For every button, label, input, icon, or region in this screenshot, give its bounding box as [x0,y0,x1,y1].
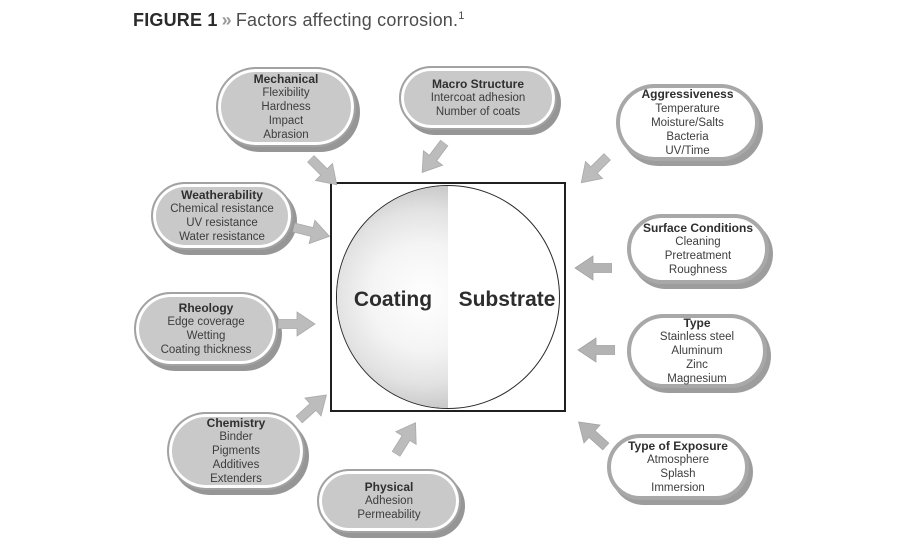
substrate-label: Substrate [458,288,556,311]
bubble-item: Temperature [655,102,720,115]
bubble-item: Permeability [357,509,421,522]
coating-label: Coating [353,288,433,311]
arrow-surface-conditions-icon [574,255,612,281]
bubble-aggressiveness: Aggressiveness Temperature Moisture/Salt… [616,84,759,161]
arrow-physical-icon [385,415,427,461]
bubble-title: Surface Conditions [642,220,753,235]
bubble-item: Wetting [186,330,226,343]
bubble-item: Abrasion [263,129,309,142]
bubble-chemistry: Chemistry Binder Pigments Additives Exte… [167,412,305,490]
bubble-title: Aggressiveness [641,87,734,102]
arrow-weatherability-icon [290,215,333,249]
bubble-title: Mechanical [253,71,319,86]
bubble-item: Adhesion [365,495,413,508]
bubble-item: Atmosphere [646,454,709,467]
arrow-aggressiveness-icon [571,147,616,192]
figure-title: Factors affecting corrosion. [235,10,459,30]
bubble-item: UV resistance [186,217,258,230]
bubble-item: Stainless steel [659,331,735,344]
caption-separator-icon: » [221,10,232,30]
bubble-item: Additives [212,459,260,472]
bubble-macro-structure: Macro Structure Intercoat adhesion Numbe… [399,66,557,130]
bubble-item: Flexibility [262,87,310,100]
footnote-reference: 1 [458,10,465,22]
bubble-item: Water resistance [179,231,265,244]
bubble-title: Macro Structure [431,76,525,91]
arrow-mechanical-icon [301,149,346,194]
bubble-item: Pigments [212,445,260,458]
coating-substrate-sphere [336,185,560,409]
bubble-item: Impact [268,115,304,128]
bubble-title: Type [683,315,711,330]
bubble-item: Number of coats [435,106,521,119]
figure-caption: FIGURE 1»Factors affecting corrosion.1 [133,10,465,31]
bubble-mechanical: Mechanical Flexibility Hardness Impact A… [216,67,356,147]
arrow-type-icon [577,337,615,363]
bubble-item: Hardness [261,101,311,114]
bubble-surface-conditions: Surface Conditions Cleaning Pretreatment… [627,214,769,284]
bubble-item: Extenders [210,473,262,486]
bubble-rheology: Rheology Edge coverage Wetting Coating t… [134,292,278,366]
bubble-item: Chemical resistance [170,203,274,216]
bubble-item: Roughness [668,264,728,277]
arrow-macro-structure-icon [411,135,455,181]
bubble-item: Intercoat adhesion [430,92,526,105]
bubble-item: Splash [660,468,696,481]
bubble-item: Pretreatment [664,250,732,263]
bubble-item: Coating thickness [160,344,252,357]
bubble-item: Aluminum [671,345,723,358]
bubble-weatherability: Weatherability Chemical resistance UV re… [151,182,293,250]
bubble-physical: Physical Adhesion Permeability [317,469,461,533]
bubble-item: UV/Time [665,144,710,157]
bubble-type-of-exposure: Type of Exposure Atmosphere Splash Immer… [607,434,749,500]
arrow-type-of-exposure-icon [569,412,615,457]
coating-half-shading [337,186,448,408]
bubble-item: Immersion [651,482,705,495]
bubble-item: Cleaning [675,236,721,249]
coating-substrate-box: Coating Substrate [330,182,566,412]
bubble-item: Zinc [686,359,708,372]
bubble-type: Type Stainless steel Aluminum Zinc Magne… [627,314,767,388]
bubble-title: Physical [364,479,414,494]
bubble-item: Moisture/Salts [651,116,724,129]
arrow-rheology-icon [278,311,316,337]
bubble-title: Chemistry [206,415,266,430]
bubble-item: Magnesium [667,373,727,386]
figure-number: FIGURE 1 [133,10,218,30]
bubble-title: Type of Exposure [628,438,728,453]
bubble-item: Edge coverage [167,316,245,329]
arrow-chemistry-icon [290,385,336,430]
bubble-item: Bacteria [666,130,709,143]
bubble-title: Weatherability [181,187,263,202]
bubble-title: Rheology [178,300,234,315]
bubble-item: Binder [219,431,253,444]
